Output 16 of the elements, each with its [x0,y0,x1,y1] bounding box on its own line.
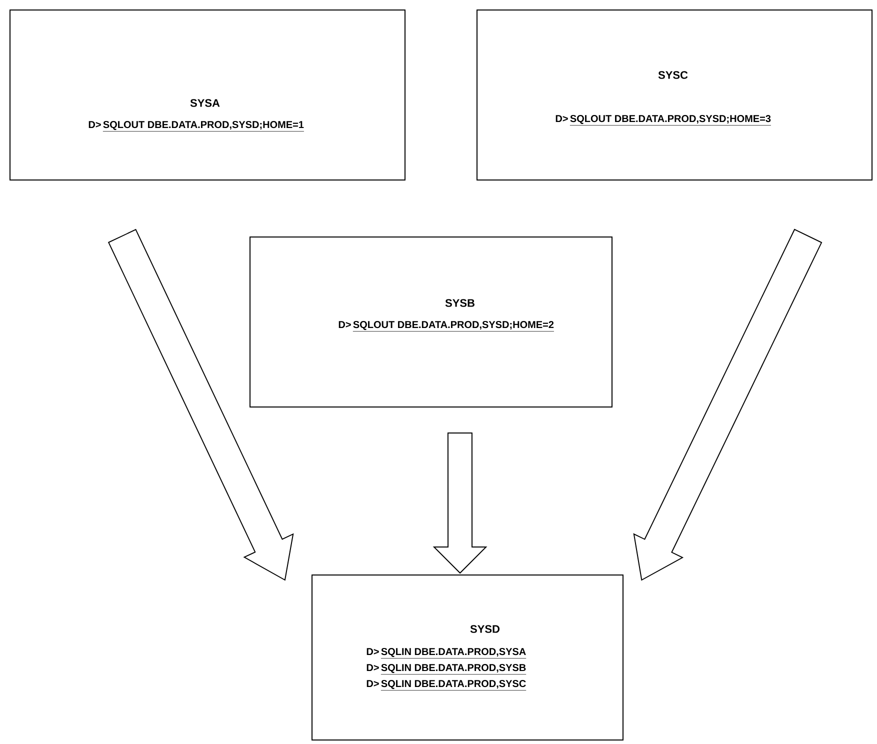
system-name: SYSC [658,71,688,79]
system-box [476,10,873,180]
command-line: D> SQLIN DBE.DATA.PROD,SYSB [366,664,526,675]
system-box [250,236,612,408]
command-line: D> SQLOUT DBE.DATA.PROD,SYSD;HOME=3 [556,115,772,126]
system-name: SYSA [190,99,220,107]
hollow-arrow [633,228,822,581]
system-name: SYSB [445,299,474,307]
command-line: D> SQLIN DBE.DATA.PROD,SYSC [366,680,526,691]
system-box [10,10,406,180]
hollow-arrow [432,432,488,574]
system-name: SYSD [470,625,500,633]
command-line: D> SQLIN DBE.DATA.PROD,SYSA [366,648,526,659]
command-line: D> SQLOUT DBE.DATA.PROD,SYSD;HOME=1 [88,121,304,132]
command-line: D> SQLOUT DBE.DATA.PROD,SYSD;HOME=2 [338,321,554,332]
system-box [312,574,624,740]
